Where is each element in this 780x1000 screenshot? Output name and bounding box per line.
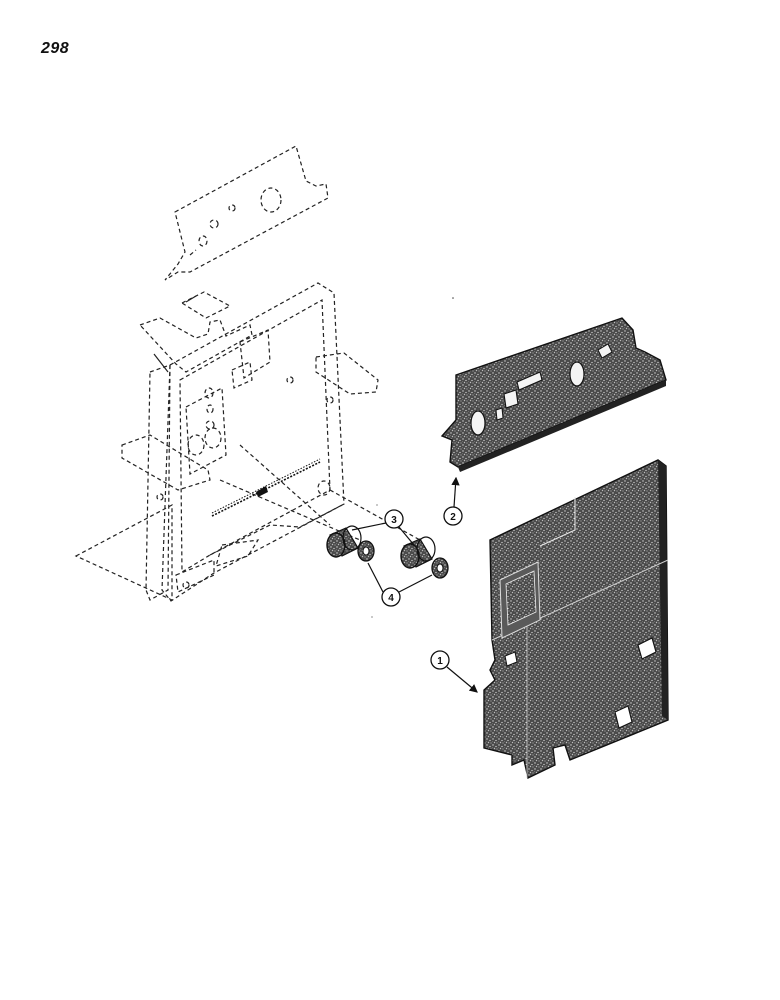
spring-rod: [211, 458, 321, 517]
callout-4-label: 4: [388, 593, 394, 604]
page-number: 298: [41, 40, 70, 57]
callout-3-label: 3: [391, 515, 397, 526]
callout-4: 4: [367, 562, 433, 607]
upper-bracket-outline: [164, 145, 329, 281]
frame-leader-marks: [153, 295, 197, 373]
callout-2-label: 2: [450, 512, 456, 523]
grommet-part-4-right: [431, 557, 449, 579]
callout-1: 1: [430, 650, 478, 693]
upper-insulation-pad-part-2: [440, 317, 667, 472]
callout-1-label: 1: [437, 656, 443, 667]
bushing-part-3-left: [326, 525, 362, 558]
main-insulation-pad-part-1: [483, 459, 669, 780]
callout-3: 3: [351, 509, 415, 546]
main-frame-outline: [74, 282, 421, 602]
bushing-part-3-right: [400, 536, 436, 569]
scan-specks: [371, 297, 454, 618]
grommet-part-4-left: [357, 540, 375, 562]
callout-2: 2: [443, 476, 463, 526]
